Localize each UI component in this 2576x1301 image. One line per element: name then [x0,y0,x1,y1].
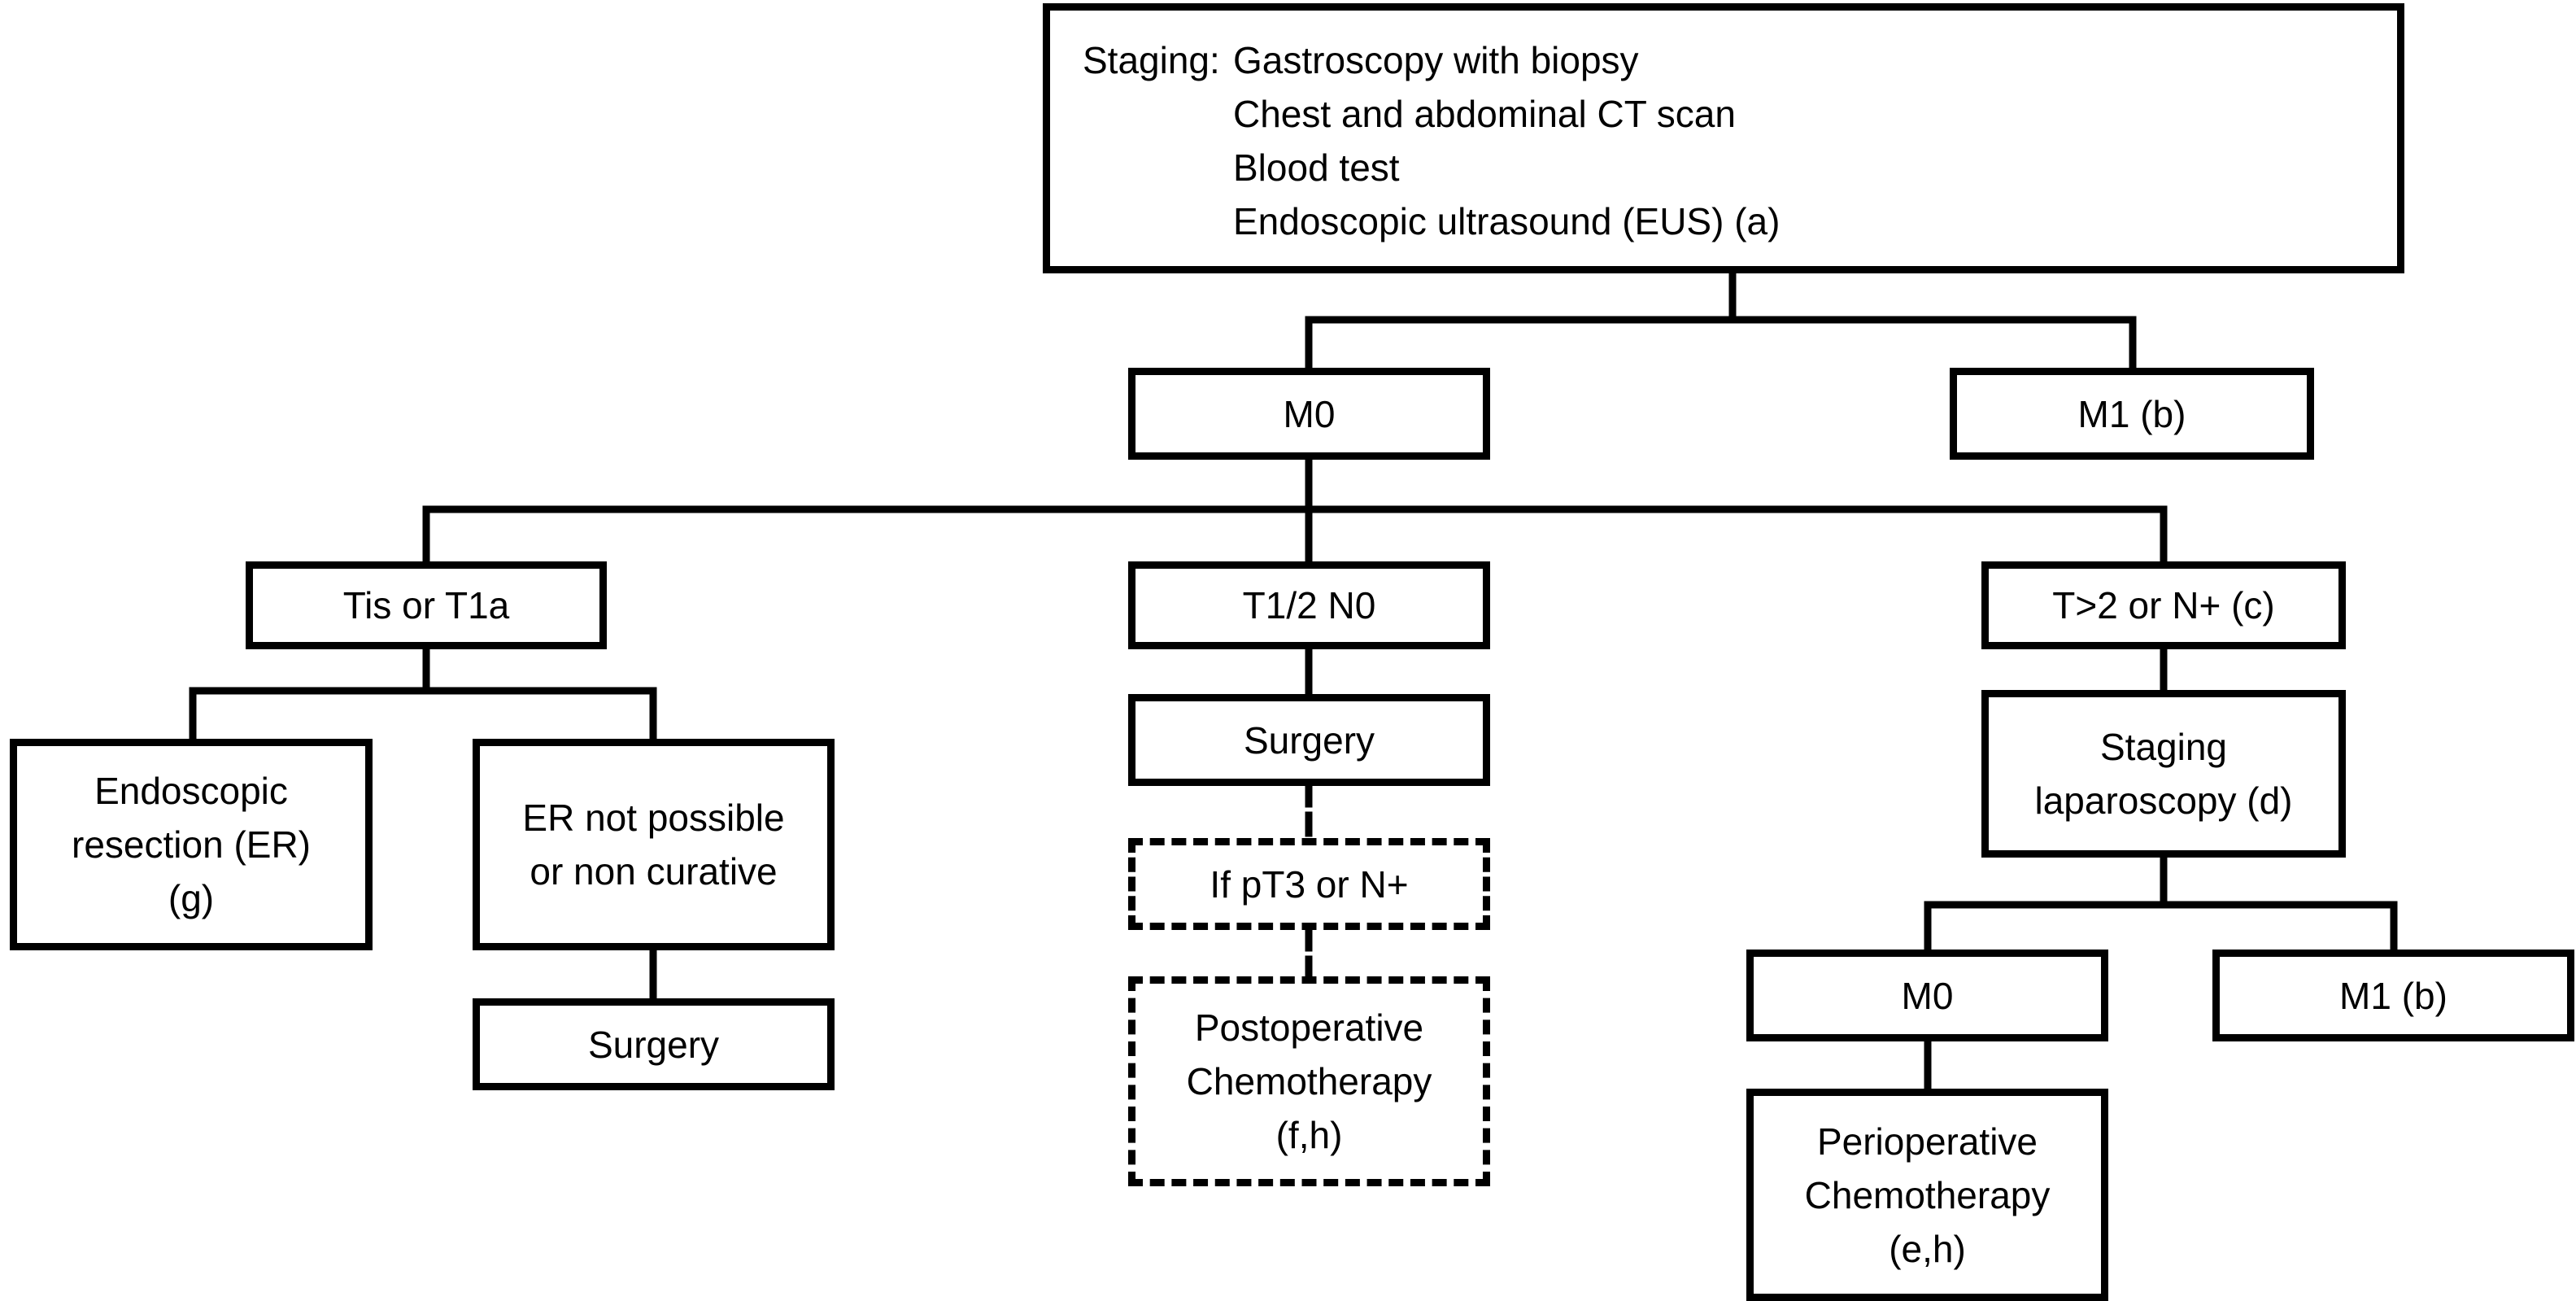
staging-row: Blood test [1083,141,1400,194]
staging-item: Gastroscopy with biopsy [1233,39,1639,81]
if-pt3-box: If pT3 or N+ [1128,838,1490,930]
m1-right-box: M1 (b) [2212,950,2574,1041]
periop-line: (e,h) [1889,1227,1966,1270]
tis-t1a-label: Tis or T1a [342,584,510,626]
t12-n0-label: T1/2 N0 [1242,584,1376,626]
postop-line: (f,h) [1275,1114,1343,1156]
t12-n0-box: T1/2 N0 [1128,561,1490,649]
m1-label: M1 (b) [2077,392,2186,435]
m0-label: M0 [1283,392,1336,435]
surgery-left-label: Surgery [587,1023,720,1066]
t2-n-label: T>2 or N+ (c) [2052,584,2275,626]
surgery-middle-box: Surgery [1128,694,1490,786]
staging-item: Endoscopic ultrasound (EUS) (a) [1233,200,1781,242]
staging-row: Chest and abdominal CT scan [1083,87,1736,141]
staging-item: Blood test [1233,146,1400,189]
surgery-middle-label: Surgery [1243,718,1375,762]
postop-line: Chemotherapy [1186,1060,1432,1102]
m1-box: M1 (b) [1950,368,2314,460]
perioperative-chemo-box: Perioperative Chemotherapy (e,h) [1746,1089,2108,1301]
surgery-left-box: Surgery [473,998,835,1090]
if-pt3-label: If pT3 or N+ [1210,862,1409,906]
er-line: Endoscopic [94,770,288,812]
staging-box: Staging: Gastroscopy with biopsy Chest a… [1043,3,2404,273]
er-not-line: ER not possible [522,797,785,839]
er-line: (g) [168,877,215,919]
m0-box: M0 [1128,368,1490,460]
postop-line: Postoperative [1194,1006,1424,1049]
periop-line: Perioperative [1816,1120,2038,1163]
laparoscopy-line: Staging [2099,726,2227,768]
m1-right-label: M1 (b) [2339,974,2447,1017]
staging-item: Chest and abdominal CT scan [1233,93,1736,135]
laparoscopy-line: laparoscopy (d) [2034,779,2293,822]
staging-laparoscopy-box: Staging laparoscopy (d) [1981,690,2346,858]
er-line: resection (ER) [72,823,311,866]
t2-n-box: T>2 or N+ (c) [1981,561,2346,649]
periop-line: Chemotherapy [1804,1173,2051,1216]
staging-label: Staging: [1083,39,1220,81]
m0-right-label: M0 [1901,974,1954,1017]
staging-row: Staging: Gastroscopy with biopsy [1083,33,1639,87]
postoperative-chemo-box: Postoperative Chemotherapy (f,h) [1128,976,1490,1186]
staging-row: Endoscopic ultrasound (EUS) (a) [1083,194,1780,248]
er-not-possible-box: ER not possible or non curative [473,739,835,950]
tis-t1a-box: Tis or T1a [246,561,607,649]
m0-right-box: M0 [1746,950,2108,1041]
endoscopic-resection-box: Endoscopic resection (ER) (g) [10,739,373,950]
er-not-line: or non curative [530,850,778,893]
